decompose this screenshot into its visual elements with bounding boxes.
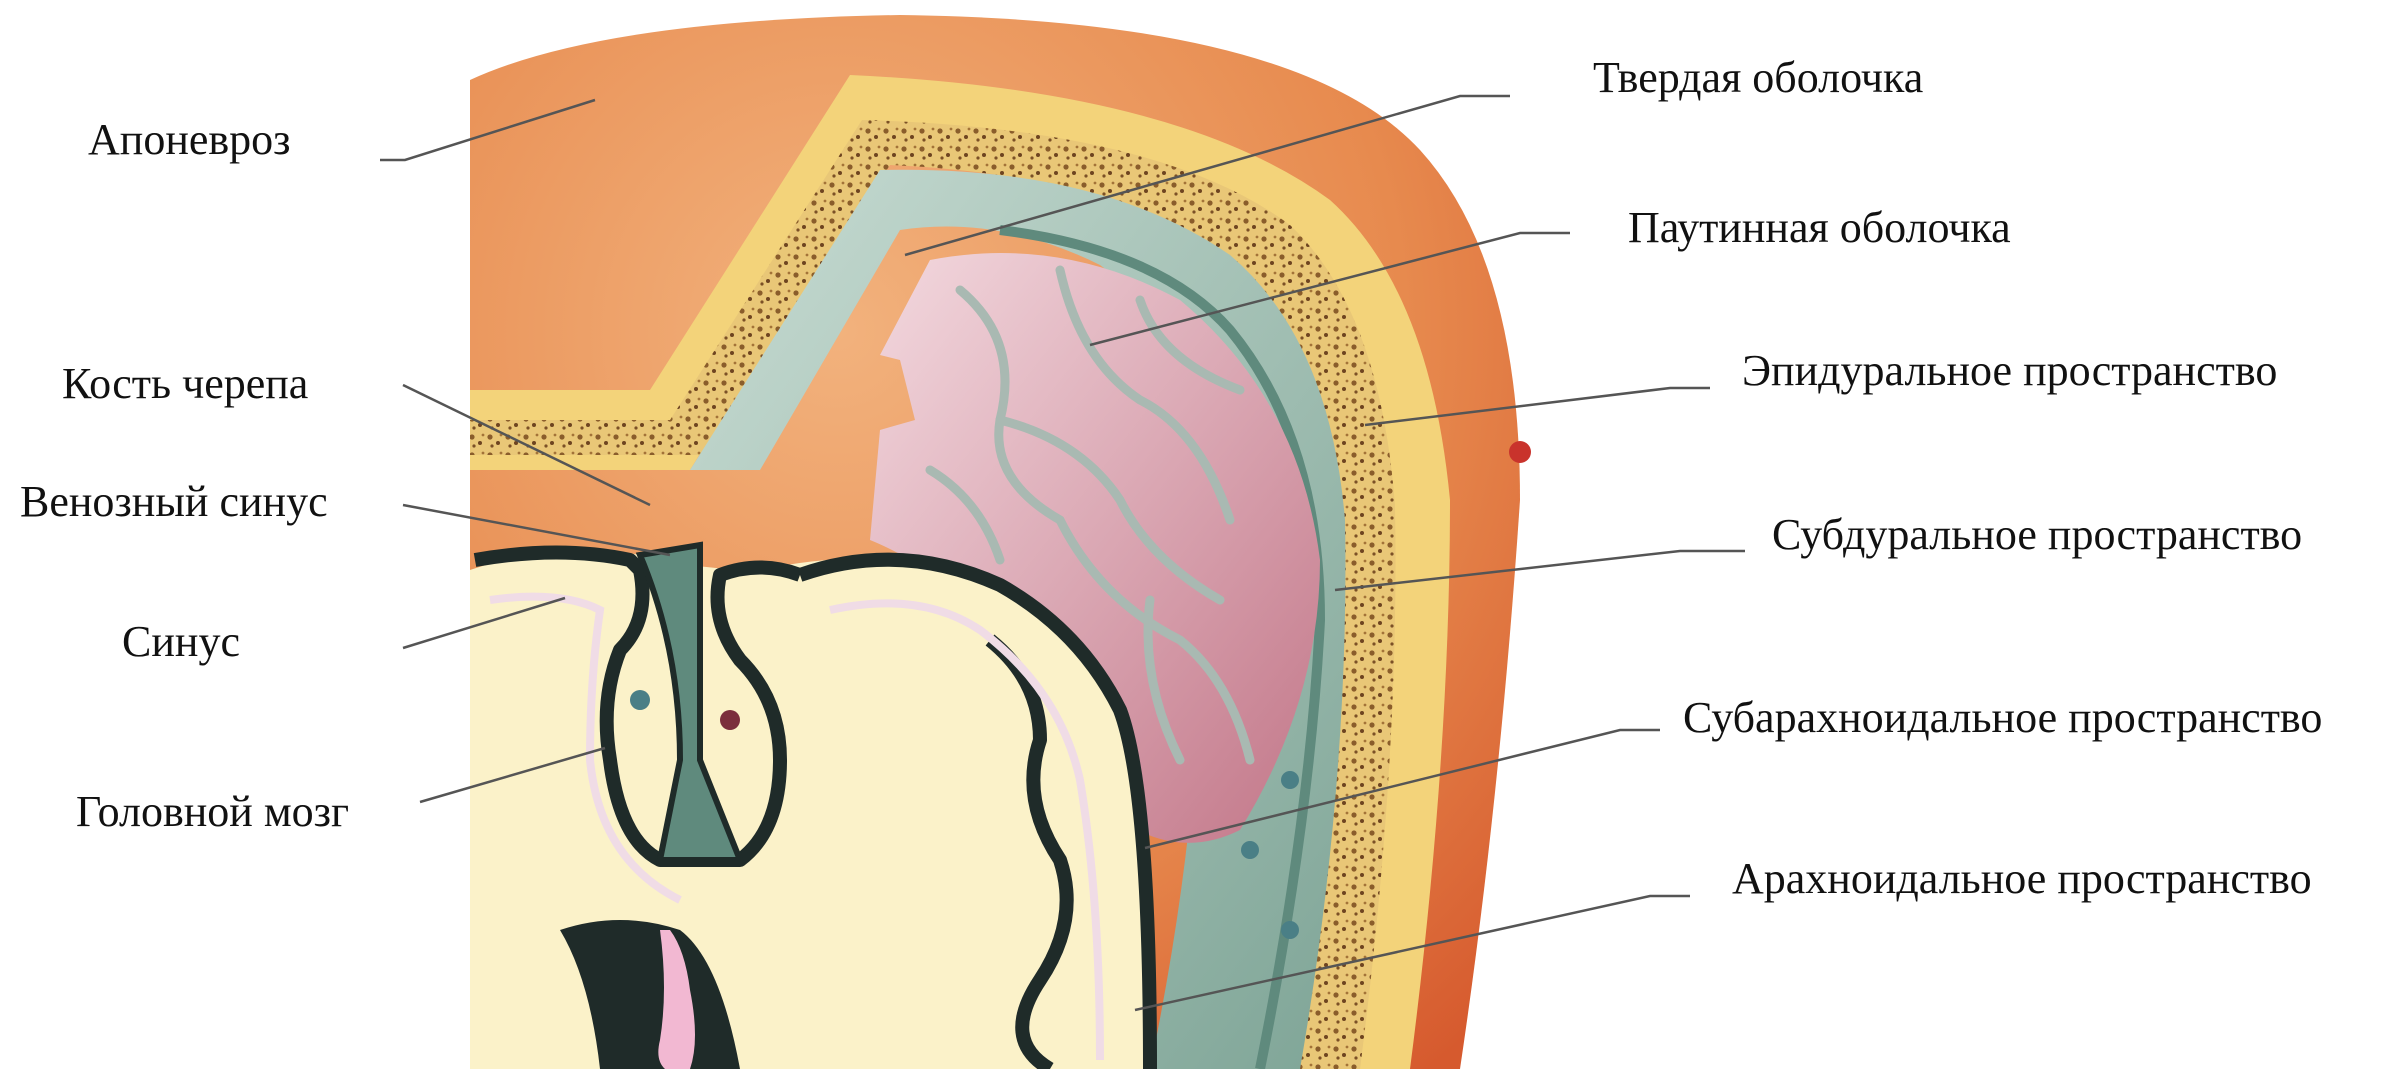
label-subarachnoid-space: Субарахноидальное пространство xyxy=(1683,696,2322,740)
label-brain: Головной мозг xyxy=(76,790,349,834)
label-subdural-space: Субдуральное пространство xyxy=(1772,513,2302,557)
label-venous-sinus: Венозный синус xyxy=(20,480,328,524)
label-skull-bone: Кость черепа xyxy=(62,362,308,406)
label-aponeurosis: Апоневроз xyxy=(88,118,291,162)
label-epidural-space: Эпидуральное пространство xyxy=(1742,349,2277,393)
label-arachnoid-space: Арахноидальное пространство xyxy=(1732,857,2312,901)
label-arachnoid-mater: Паутинная оболочка xyxy=(1628,206,2011,250)
label-dura-mater: Твердая оболочка xyxy=(1593,56,1923,100)
label-sinus: Синус xyxy=(122,620,240,664)
